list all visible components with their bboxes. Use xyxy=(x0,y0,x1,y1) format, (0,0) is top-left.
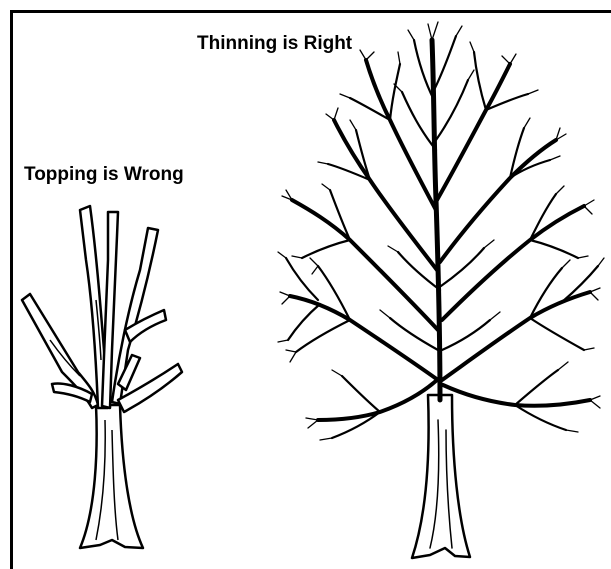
thinned-tree-leader xyxy=(429,37,443,403)
topped-tree-leader-2 xyxy=(100,210,120,410)
topped-tree-stub-left xyxy=(50,382,94,404)
topped-tree-branch-right xyxy=(123,308,168,344)
frame-top-border xyxy=(10,10,611,13)
thinned-tree-trunk xyxy=(410,393,472,560)
topped-tree-trunk xyxy=(78,403,145,550)
topped-tree-limb-right xyxy=(116,362,184,414)
thinned-tree xyxy=(277,21,605,560)
topped-tree xyxy=(20,204,184,550)
topping-caption: Topping is Wrong xyxy=(24,164,184,185)
thinning-caption: Thinning is Right xyxy=(197,33,353,54)
topped-tree-stub-right xyxy=(116,353,142,392)
frame-left-border xyxy=(10,12,13,569)
